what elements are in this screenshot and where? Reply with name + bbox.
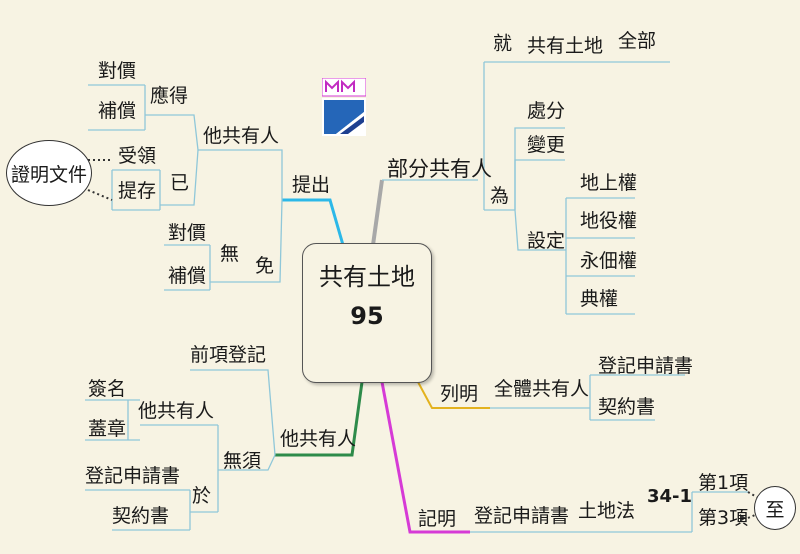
node-other-owners-bottom[interactable]: 他共有人 — [280, 428, 357, 450]
node-submit[interactable]: 提出 — [292, 174, 331, 196]
center-title: 共有土地 — [319, 263, 415, 291]
node-shared-land[interactable]: 共有土地 — [527, 35, 604, 57]
node-consideration-2[interactable]: 對價 — [168, 222, 207, 244]
node-right-2[interactable]: 地役權 — [580, 210, 638, 232]
node-application-form[interactable]: 登記申請書 — [85, 465, 181, 487]
node-contract[interactable]: 契約書 — [112, 505, 170, 527]
node-land-law[interactable]: 土地法 — [578, 500, 636, 522]
node-dispose[interactable]: 處分 — [527, 100, 566, 122]
node-all[interactable]: 全部 — [618, 30, 657, 52]
node-signature[interactable]: 簽名 — [88, 378, 127, 400]
node-at[interactable]: 於 — [192, 485, 212, 507]
node-wei[interactable]: 為 — [490, 185, 510, 207]
node-compensation-2[interactable]: 補償 — [168, 265, 207, 287]
node-other-owners-2[interactable]: 他共有人 — [138, 400, 215, 422]
branch-lieming — [417, 381, 490, 409]
node-should-get[interactable]: 應得 — [150, 85, 189, 107]
node-not-required[interactable]: 無須 — [223, 450, 262, 472]
node-item-3[interactable]: 第3項 — [698, 507, 749, 529]
center-number: 95 — [350, 302, 384, 330]
node-compensation[interactable]: 補償 — [98, 100, 137, 122]
node-all-owners[interactable]: 全體共有人 — [494, 378, 590, 400]
node-partial-owners[interactable]: 部分共有人 — [387, 157, 492, 181]
node-change[interactable]: 變更 — [527, 134, 566, 156]
branch-bottom-right — [380, 381, 470, 534]
node-none[interactable]: 無 — [220, 243, 240, 265]
node-seal[interactable]: 蓋章 — [88, 418, 127, 440]
node-deposited[interactable]: 提存 — [118, 180, 157, 202]
node-list[interactable]: 列明 — [440, 383, 479, 405]
branch-bottom-left — [275, 381, 364, 457]
node-already[interactable]: 已 — [170, 172, 190, 194]
node-to[interactable]: 至 — [754, 486, 796, 530]
node-exempt[interactable]: 免 — [255, 255, 275, 277]
branch-top-right — [371, 179, 384, 246]
center-node[interactable]: 共有土地 95 — [302, 243, 432, 383]
node-received[interactable]: 受領 — [118, 145, 157, 167]
node-set[interactable]: 設定 — [527, 230, 566, 252]
node-application-form-2[interactable]: 登記申請書 — [598, 355, 694, 377]
node-previous-registration[interactable]: 前項登記 — [190, 344, 267, 366]
node-article[interactable]: 34-1 — [647, 486, 693, 507]
node-record[interactable]: 記明 — [418, 508, 457, 530]
node-other-owners[interactable]: 他共有人 — [203, 125, 280, 147]
node-jiu[interactable]: 就 — [490, 33, 512, 52]
branch-top-left — [282, 198, 345, 246]
node-right-3[interactable]: 永佃權 — [580, 250, 638, 272]
node-consideration[interactable]: 對價 — [98, 60, 137, 82]
node-proof-documents[interactable]: 證明文件 — [6, 140, 92, 206]
node-right-1[interactable]: 地上權 — [580, 172, 638, 194]
logo-image — [322, 78, 366, 136]
node-item-1[interactable]: 第1項 — [698, 472, 749, 494]
node-right-4[interactable]: 典權 — [580, 288, 619, 310]
node-application-form-3[interactable]: 登記申請書 — [474, 505, 570, 527]
node-contract-2[interactable]: 契約書 — [598, 396, 656, 418]
